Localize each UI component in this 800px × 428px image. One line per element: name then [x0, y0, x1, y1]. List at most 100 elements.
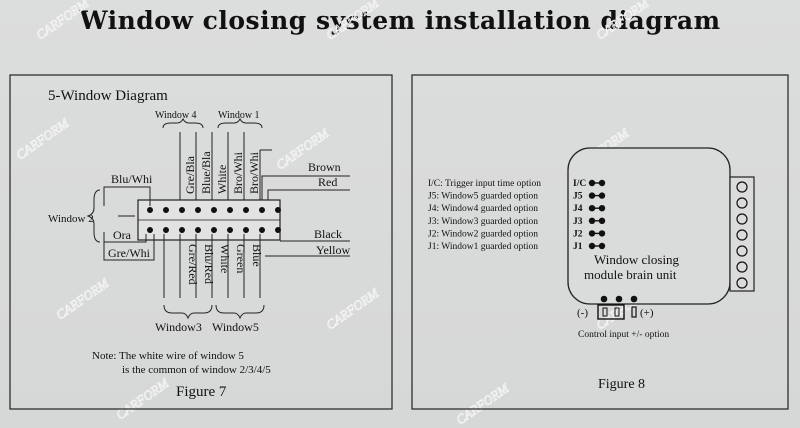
connector-pin: [195, 227, 201, 233]
watermark: CARFORM: [13, 115, 72, 163]
figure-8-frame: [411, 74, 789, 410]
connector-pin: [163, 227, 169, 233]
connector-pin: [275, 227, 281, 233]
note-line-2: is the common of window 2/3/4/5: [122, 364, 271, 376]
blu-whi-label: Blu/Whi: [111, 172, 153, 186]
connector-pin: [259, 227, 265, 233]
connector-pin: [179, 207, 185, 213]
jumper-pin-label: J4: [573, 204, 583, 214]
window2-label: Window 2: [48, 213, 94, 225]
module-label-line2: module brain unit: [584, 267, 677, 282]
wire-label: Bro/Whi: [247, 151, 261, 194]
option-label: J2: Window2 guarded option: [428, 229, 538, 239]
wire-label: Gre/Bla: [183, 155, 197, 194]
control-plus: (+): [640, 307, 654, 319]
wire-label: Blu/Red: [202, 244, 216, 284]
control-minus: (-): [577, 307, 588, 319]
terminal-pin: [736, 181, 748, 193]
module-label-line1: Window closing: [594, 252, 680, 267]
jumper-pin-label: J5: [573, 192, 583, 202]
top-wires: [179, 132, 272, 206]
top-wire-labels: Gre/Bla Blue/Bla White Bro/Whi Bro/Whi: [183, 151, 261, 194]
control-label: Control input +/- option: [578, 330, 669, 340]
wire-label: Bro/Whi: [231, 151, 245, 194]
watermarks: CARFORM CARFORM CARFORM CARFORM CARFORM …: [13, 0, 653, 428]
connector-pin: [179, 227, 185, 233]
figure-7-heading: 5-Window Diagram: [48, 88, 168, 104]
connector-pin: [227, 227, 233, 233]
jumper-pin-label: J1: [573, 242, 583, 252]
terminal-pins: [736, 181, 748, 289]
connector-pins: [147, 207, 281, 233]
watermark: CARFORM: [323, 0, 382, 42]
figure-8-caption: Figure 8: [598, 377, 645, 392]
black-label: Black: [314, 227, 342, 241]
window5-brace: [215, 304, 265, 320]
window1-brace: [217, 117, 263, 129]
terminal-pin: [736, 197, 748, 209]
figure-7-frame: [9, 74, 393, 410]
brown-label: Brown: [308, 160, 341, 174]
wire-label: Blue: [250, 244, 264, 267]
watermark: CARFORM: [593, 0, 652, 42]
note-line-1: Note: The white wire of window 5: [92, 350, 244, 362]
watermark: CARFORM: [453, 380, 512, 428]
connector-pin: [275, 207, 281, 213]
watermark: CARFORM: [113, 375, 172, 423]
watermark: CARFORM: [33, 0, 92, 42]
option-label: J5: Window5 guarded option: [428, 192, 538, 202]
control-jumper: [597, 304, 625, 320]
option-label: J3: Window3 guarded option: [428, 217, 538, 227]
bottom-wires: [163, 234, 261, 298]
connector-pin: [243, 227, 249, 233]
watermark: CARFORM: [53, 275, 112, 323]
terminal-pin: [736, 261, 748, 273]
connector-pin: [211, 227, 217, 233]
figure-8: I/C: Trigger input time option I/C J5: Win…: [411, 74, 789, 410]
option-list: I/C: Trigger input time option I/C J5: Win…: [428, 179, 606, 252]
connector-pin: [147, 207, 153, 213]
connector-pin: [227, 207, 233, 213]
terminal-block: [729, 176, 755, 292]
watermark: CARFORM: [323, 285, 382, 333]
gre-whi-label: Gre/Whi: [108, 246, 151, 260]
figure-7: 5-Window Diagram Window 4 Window 1 Gre/B…: [9, 74, 393, 410]
connector-pin: [195, 207, 201, 213]
terminal-pin: [736, 245, 748, 257]
wire-label: White: [218, 244, 232, 273]
jumper-pin-label: J2: [573, 229, 583, 239]
terminal-pin: [736, 213, 748, 225]
terminal-pin: [736, 277, 748, 289]
option-label: J4: Window4 guarded option: [428, 204, 538, 214]
connector-pin: [147, 227, 153, 233]
ora-label: Ora: [113, 228, 132, 242]
connector-7: [137, 199, 281, 241]
window3-label: Window3: [155, 320, 202, 334]
terminal-pin: [736, 229, 748, 241]
bottom-wire-labels: Gre/Red Blu/Red White Green Blue: [186, 244, 264, 285]
connector-pin: [163, 207, 169, 213]
control-input: (-) (+) Control input +/- option: [577, 295, 669, 340]
window3-brace: [163, 304, 213, 320]
window4-brace: [162, 117, 204, 129]
jumper-pin-label: I/C: [573, 179, 586, 189]
window4-label: Window 4: [155, 110, 197, 121]
wire-label: Gre/Red: [186, 244, 200, 285]
jumper-pin-label: J3: [573, 217, 583, 227]
window1-label: Window 1: [218, 110, 260, 121]
connector-pin: [259, 207, 265, 213]
wire-label: White: [215, 165, 229, 194]
page-title: Window closing system installation diagr…: [79, 6, 721, 35]
red-label: Red: [318, 175, 337, 189]
connector-pin: [243, 207, 249, 213]
window5-label: Window5: [212, 320, 259, 334]
yellow-label: Yellow: [316, 243, 350, 257]
left-wires: [86, 186, 155, 261]
connector-pin: [211, 207, 217, 213]
option-label: I/C: Trigger input time option: [428, 179, 541, 189]
wire-label: Green: [234, 244, 248, 273]
option-label: J1: Window1 guarded option: [428, 242, 538, 252]
wire-label: Blue/Bla: [199, 151, 213, 194]
